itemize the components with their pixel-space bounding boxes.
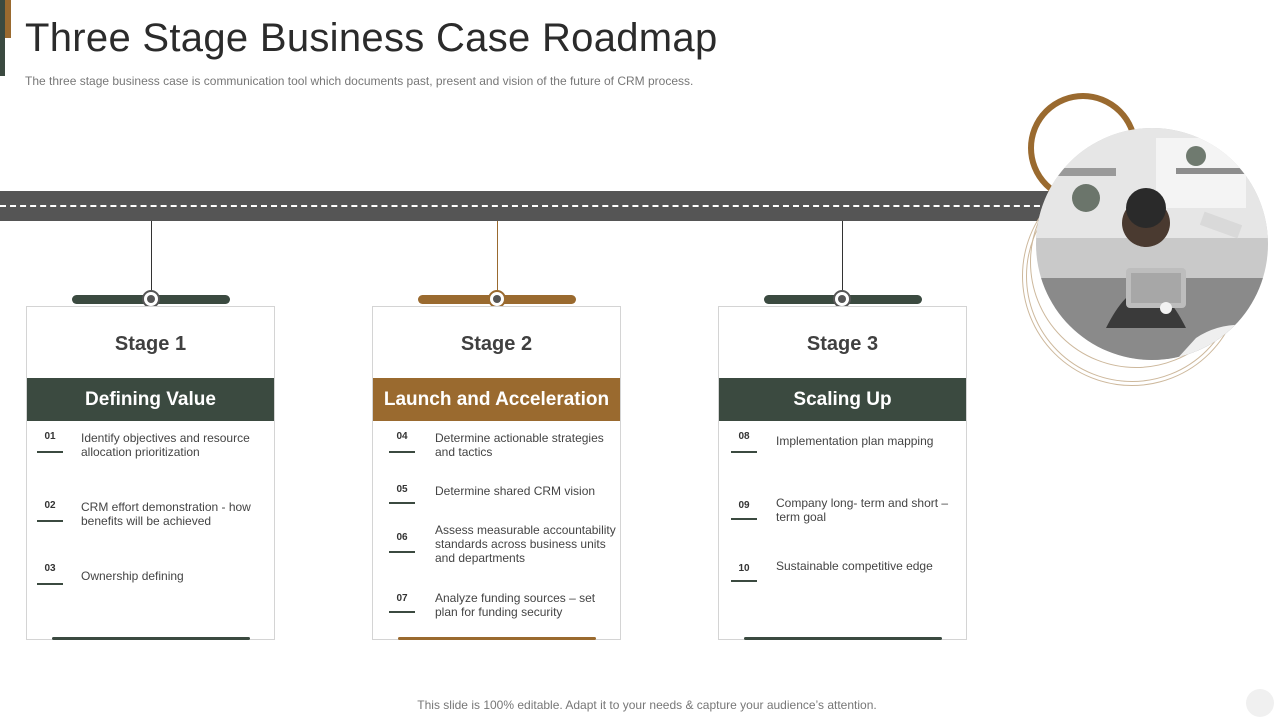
- title-accent-bar: [0, 0, 11, 76]
- item-text: Determine actionable strategies and tact…: [435, 431, 604, 459]
- item-underline: [731, 518, 757, 520]
- item-underline: [389, 502, 415, 504]
- stage-title-band: Launch and Acceleration: [373, 378, 620, 421]
- item-text: Identify objectives and resource allocat…: [81, 431, 250, 459]
- item-underline: [731, 580, 757, 582]
- footer-note: This slide is 100% editable. Adapt it to…: [417, 698, 877, 712]
- item-number: 09: [738, 500, 750, 511]
- stage-1-card: Stage 1 Defining Value 01 Identify objec…: [26, 306, 275, 640]
- item-text: Determine shared CRM vision: [435, 484, 596, 498]
- item-underline: [37, 451, 63, 453]
- item-number: 06: [396, 532, 408, 543]
- item-text: Company long- term and short – term goal: [776, 496, 949, 524]
- card-foot-bar: [398, 637, 596, 640]
- page-subtitle: The three stage business case is communi…: [25, 74, 694, 88]
- item-text: Implementation plan mapping: [776, 434, 934, 448]
- corner-decoration: [1246, 689, 1274, 717]
- item-number: 03: [44, 563, 56, 574]
- page-title: Three Stage Business Case Roadmap: [25, 16, 718, 60]
- stage-3-connector: [842, 221, 843, 293]
- road-dashed-line: [0, 205, 1060, 207]
- stage-2-card: Stage 2 Launch and Acceleration 04 Deter…: [372, 306, 621, 640]
- businessman-photo: [1036, 128, 1268, 360]
- item-number: 04: [396, 431, 408, 442]
- item-text: Sustainable competitive edge: [776, 559, 933, 573]
- roadmap-road: [0, 191, 1060, 221]
- item-underline: [37, 583, 63, 585]
- stage-2-connector: [497, 221, 498, 293]
- item-text: Ownership defining: [81, 569, 184, 583]
- card-foot-bar: [744, 637, 942, 640]
- stage-label: Stage 2: [460, 333, 533, 355]
- item-text: Assess measurable accountability standar…: [435, 523, 616, 565]
- item-number: 10: [738, 563, 750, 574]
- stage-label: Stage 1: [114, 333, 187, 355]
- item-text: Analyze funding sources – set plan for f…: [435, 591, 596, 619]
- item-number: 01: [44, 431, 56, 442]
- stage-title-band: Scaling Up: [719, 378, 966, 421]
- item-underline: [389, 451, 415, 453]
- stage-1-connector: [151, 221, 152, 293]
- item-underline: [37, 520, 63, 522]
- card-foot-bar: [52, 637, 250, 640]
- stage-title-band: Defining Value: [27, 378, 274, 421]
- item-underline: [389, 611, 415, 613]
- stage-label: Stage 3: [806, 333, 879, 355]
- item-number: 05: [396, 484, 408, 495]
- item-underline: [731, 451, 757, 453]
- item-number: 02: [44, 500, 56, 511]
- item-underline: [389, 551, 415, 553]
- item-number: 07: [396, 593, 408, 604]
- stage-3-knob: [833, 290, 851, 308]
- stage-3-card: Stage 3 Scaling Up 08 Implementation pla…: [718, 306, 967, 640]
- item-number: 08: [738, 431, 750, 442]
- item-text: CRM effort demonstration - how benefits …: [81, 500, 251, 528]
